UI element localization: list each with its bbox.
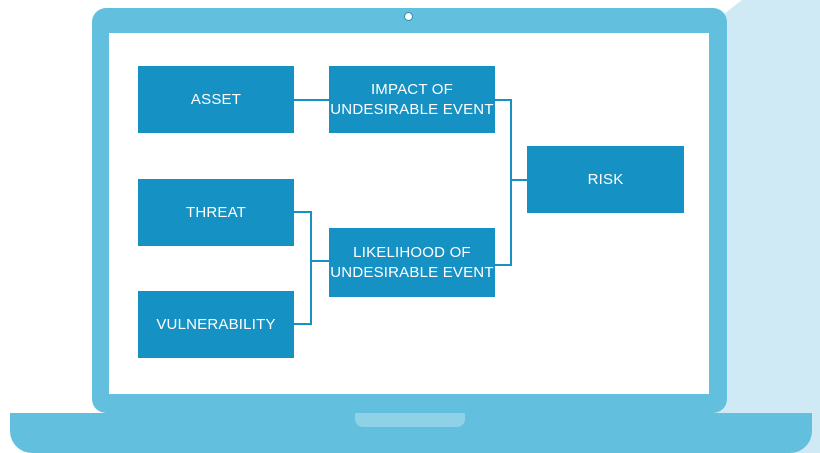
camera-icon [404, 12, 413, 21]
node-vulnerability: VULNERABILITY [138, 291, 294, 358]
node-asset: ASSET [138, 66, 294, 133]
connector-impact-risk [495, 99, 512, 266]
node-likelihood-of-undesirable-event: LIKELIHOOD OF UNDESIRABLE EVENT [329, 228, 495, 297]
node-impact-of-undesirable-event: IMPACT OF UNDESIRABLE EVENT [329, 66, 495, 133]
connector-vulnerability-likelihood [294, 261, 312, 325]
connector-threat-likelihood [294, 211, 329, 262]
node-risk: RISK [527, 146, 684, 213]
node-threat: THREAT [138, 179, 294, 246]
laptop-notch [355, 413, 465, 427]
